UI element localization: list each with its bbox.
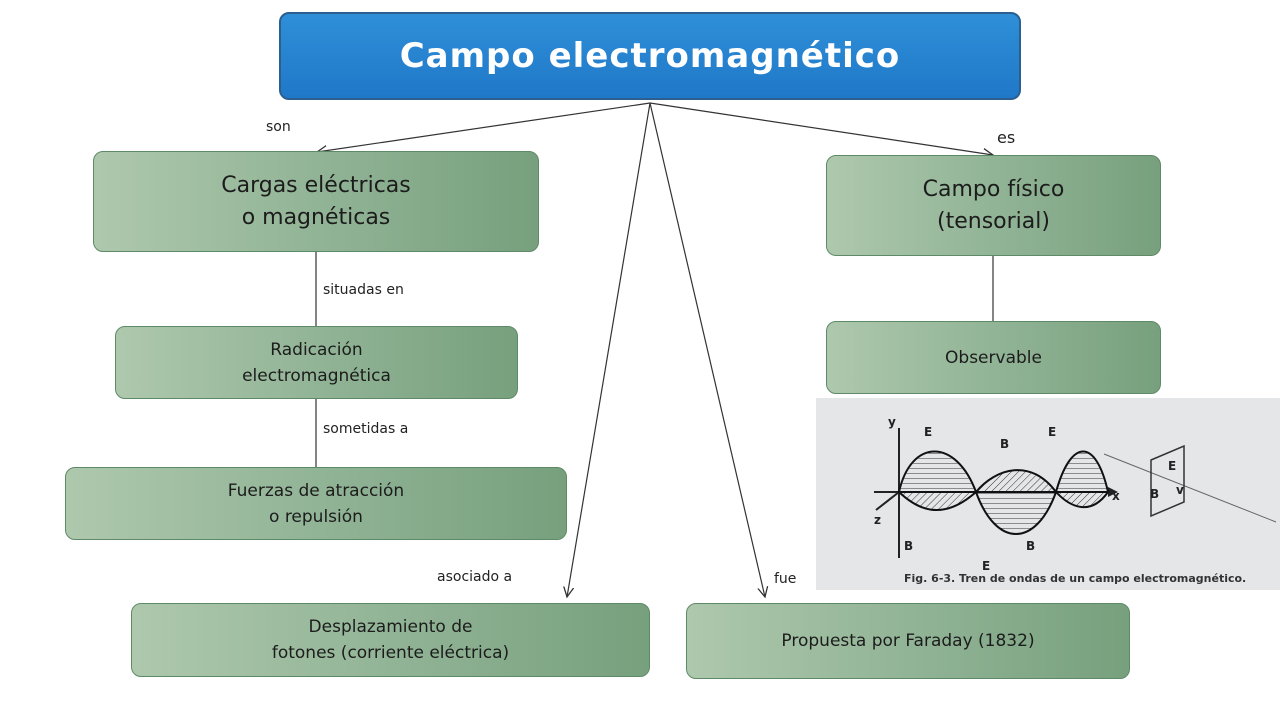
figure-caption: Fig. 6-3. Tren de ondas de un campo elec… bbox=[904, 572, 1246, 585]
e-wave-lobe-2 bbox=[974, 491, 1058, 535]
axis-y-label: y bbox=[888, 415, 896, 429]
label-e-1: E bbox=[924, 425, 932, 439]
axis-x-label: x bbox=[1112, 489, 1120, 503]
e-wave-lobe-1 bbox=[897, 450, 978, 493]
b-wave-lobe-2 bbox=[973, 469, 1058, 493]
node-observable: Observable bbox=[826, 321, 1161, 394]
z-axis bbox=[875, 491, 900, 511]
node-campo-fisico: Campo físico (tensorial) bbox=[826, 155, 1161, 256]
plane-label-e: E bbox=[1168, 459, 1176, 473]
node-cargas-electricas: Cargas eléctricas o magnéticas bbox=[93, 151, 539, 252]
arrow-to-propuesta bbox=[649, 102, 765, 597]
label-b-2: B bbox=[904, 539, 913, 553]
label-asociado-a: asociado a bbox=[437, 569, 513, 585]
wave-figure-drawing: y x z E B E B E B E B v Fig. 6-3. Tren d… bbox=[816, 398, 1280, 590]
axis-z-label: z bbox=[874, 513, 881, 527]
arrow-to-cargas bbox=[317, 102, 651, 152]
node-radiacion: Radicación electromagnética bbox=[115, 326, 518, 399]
label-situadas-en: situadas en bbox=[323, 282, 404, 298]
label-sometidas-a: sometidas a bbox=[323, 421, 409, 437]
plane-label-v: v bbox=[1176, 483, 1184, 497]
b-wave-lobe-3 bbox=[1053, 491, 1110, 509]
label-fue: fue bbox=[774, 571, 797, 587]
plane-label-b: B bbox=[1150, 487, 1159, 501]
label-b-1: B bbox=[1000, 437, 1009, 451]
node-fuerzas: Fuerzas de atracción o repulsión bbox=[65, 467, 567, 540]
node-desplazamiento: Desplazamiento de fotones (corriente elé… bbox=[131, 603, 650, 677]
node-propuesta: Propuesta por Faraday (1832) bbox=[686, 603, 1130, 679]
b-wave-lobe-1 bbox=[896, 491, 979, 511]
arrow-to-campo-fisico bbox=[649, 102, 993, 155]
arrow-to-desplazamiento bbox=[567, 102, 651, 597]
wave-figure-photo: y x z E B E B E B E B v Fig. 6-3. Tren d… bbox=[816, 398, 1280, 590]
label-son: son bbox=[266, 119, 291, 135]
label-e-3: E bbox=[982, 559, 990, 573]
diagram-title: Campo electromagnético bbox=[279, 12, 1021, 100]
wavefront-plane bbox=[1150, 444, 1185, 518]
label-es: es bbox=[997, 128, 1016, 147]
label-b-3: B bbox=[1026, 539, 1035, 553]
e-wave-lobe-3 bbox=[1054, 450, 1110, 493]
label-e-2: E bbox=[1048, 425, 1056, 439]
